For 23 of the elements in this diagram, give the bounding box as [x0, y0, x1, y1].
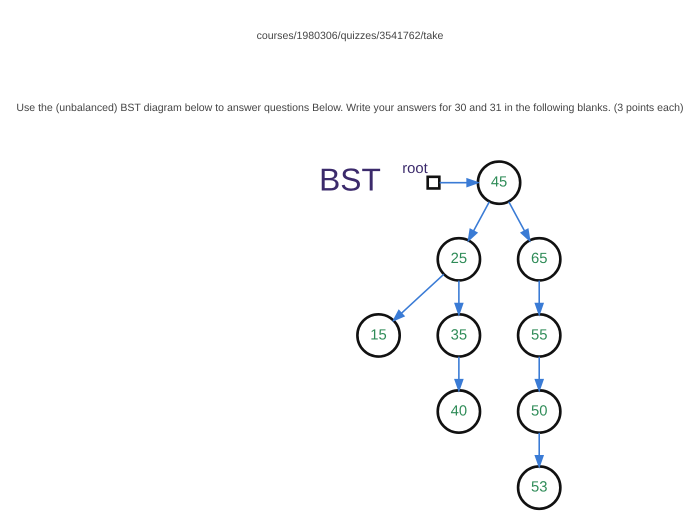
- label: BST: [319, 161, 381, 198]
- label: Use the (unbalanced) BST diagram below to answer questions Below. Write your answers for 30 and 31 in the following blanks. (3 points each): [16, 101, 684, 114]
- arrow: [534, 432, 544, 468]
- arrow: [508, 200, 531, 242]
- label: courses/1980306/quizzes/3541762/take: [256, 29, 444, 42]
- node-circle: 35: [436, 312, 482, 358]
- node-circle: 65: [516, 236, 562, 282]
- node-circle: 53: [516, 464, 562, 510]
- arrow: [392, 273, 444, 322]
- node-label: root: [402, 160, 428, 176]
- arrow: [534, 356, 544, 392]
- arrow: [534, 280, 544, 316]
- node-circle: 25: [436, 236, 482, 282]
- node-circle: 15: [356, 312, 401, 358]
- node-circle: 45: [476, 160, 522, 205]
- node-circle: 50: [516, 388, 562, 434]
- node-circle: 40: [436, 388, 482, 434]
- arrow: [454, 280, 464, 316]
- node-circle: 55: [516, 312, 562, 358]
- arrow: [440, 177, 480, 187]
- arrow: [454, 356, 464, 392]
- node-box: [426, 175, 441, 190]
- arrow: [467, 200, 490, 242]
